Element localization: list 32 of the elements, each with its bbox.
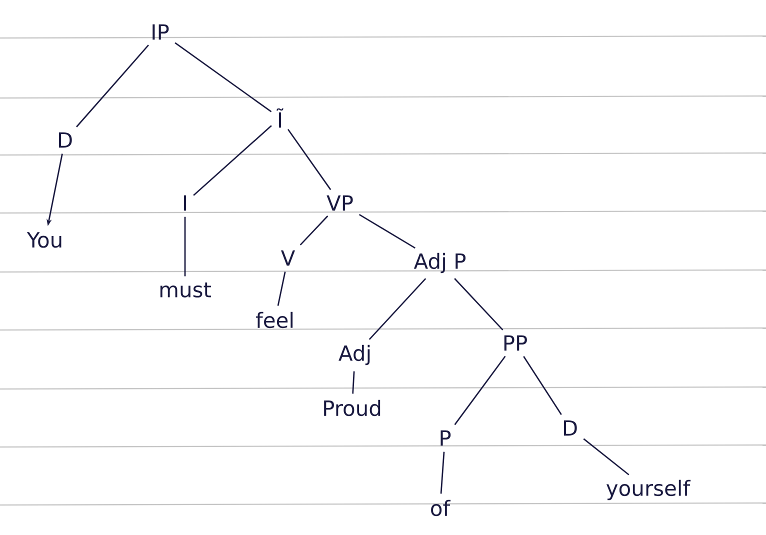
tree-label: D [564, 420, 577, 436]
tree-branch [454, 356, 506, 426]
tree-label: You [26, 232, 62, 248]
tree-branch [440, 452, 445, 494]
tree-branch [352, 371, 355, 394]
tree-label: Proud [324, 400, 380, 416]
tree-label: Ĩ [276, 108, 284, 128]
tree-label: PP [504, 335, 527, 351]
tree-branch [358, 214, 416, 249]
tree-label: P [440, 430, 451, 446]
tree-branch [583, 438, 630, 476]
tree-branch [193, 125, 272, 196]
tree-branch [368, 278, 426, 340]
tree-label: IP [152, 24, 169, 40]
tree-label: of [431, 500, 451, 516]
tree-label: Adj P [414, 252, 466, 274]
tree-label: feel [256, 312, 293, 328]
tree-label: yourself [606, 480, 691, 500]
tree-branch [523, 356, 562, 415]
tree-branch [76, 44, 150, 128]
tree-branch [277, 272, 286, 306]
tree-label: must [160, 282, 211, 298]
tree-branch [287, 128, 332, 190]
tree-branch [184, 216, 186, 276]
tree-branch [454, 278, 504, 330]
tree-label: D [58, 132, 72, 148]
tree-label: Adj [338, 344, 370, 366]
tree-branch [300, 216, 328, 246]
tree-label: VP [326, 195, 353, 211]
tree-branch [174, 42, 272, 112]
tree-label: V [280, 250, 296, 266]
tree-label: I [184, 195, 186, 211]
